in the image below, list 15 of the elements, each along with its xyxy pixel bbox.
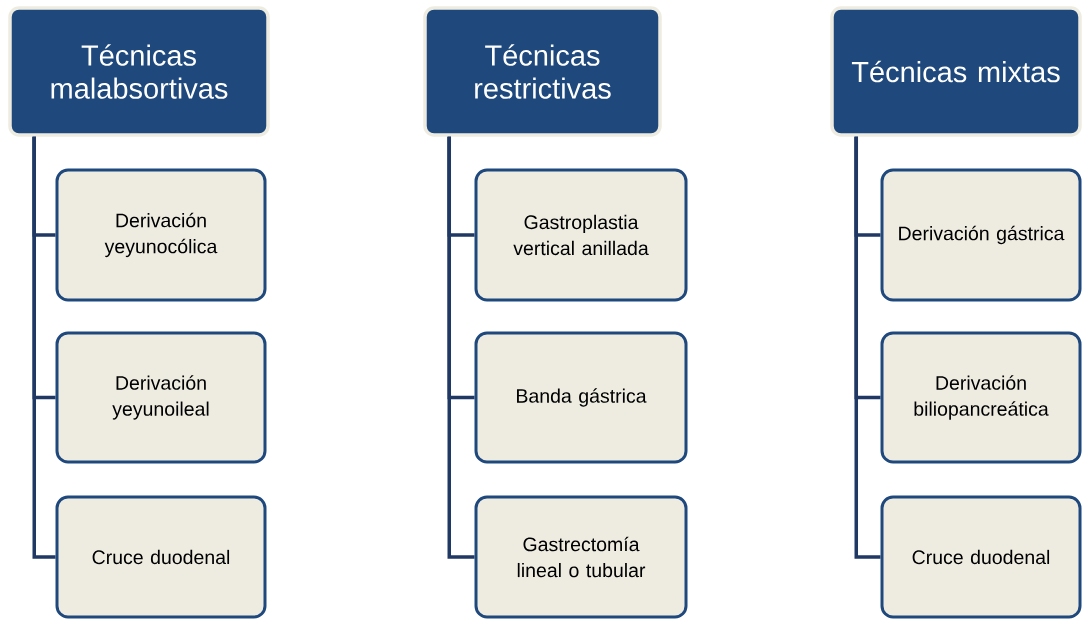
connector [854, 136, 881, 559]
technique-box: Cruce duodenal [55, 495, 267, 619]
title-box: Técnicas malabsortivas [8, 6, 270, 137]
technique-box: Banda gástrica [474, 331, 688, 464]
technique-box: Derivación biliopancreática [880, 331, 1082, 464]
technique-box: Gastroplastia vertical anillada [474, 168, 688, 302]
technique-box: Derivación gástrica [880, 168, 1082, 302]
technique-box: Gastrectomía lineal o tubular [474, 495, 688, 619]
connector [32, 136, 56, 559]
title-box: Técnicas restrictivas [423, 6, 662, 137]
technique-box: Cruce duodenal [880, 495, 1082, 619]
technique-box: Derivación yeyunocólica [55, 168, 267, 302]
title-box: Técnicas mixtas [830, 6, 1082, 137]
connector [447, 136, 475, 559]
technique-box: Derivación yeyunoileal [55, 331, 267, 464]
